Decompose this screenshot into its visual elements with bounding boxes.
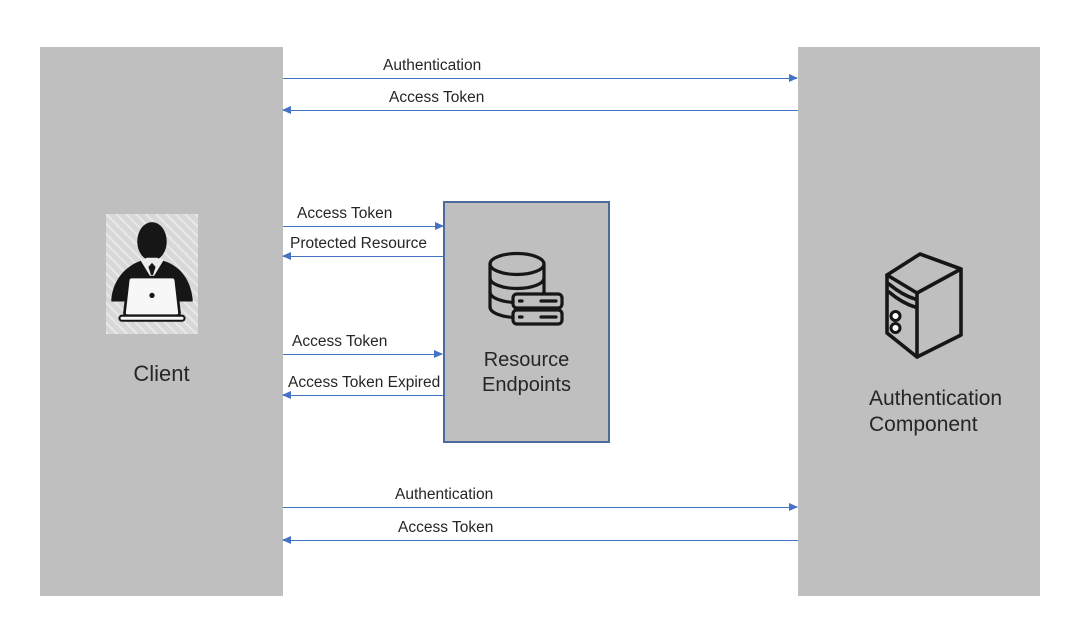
arrow-label: Authentication — [383, 57, 482, 74]
arrow-access-token-to-resource: Access Token — [283, 205, 444, 230]
person-laptop-icon — [106, 214, 198, 334]
arrow-label: Access Token — [292, 333, 388, 350]
arrow-authentication-bottom: Authentication — [283, 486, 798, 511]
arrow-authentication-top: Authentication — [283, 57, 798, 82]
arrow-label: Access Token — [389, 89, 485, 106]
arrow-access-token-bottom: Access Token — [282, 519, 798, 544]
arrow-label: Access Token — [297, 205, 393, 222]
arrow-label: Protected Resource — [290, 235, 427, 252]
arrow-access-token-top: Access Token — [282, 89, 798, 114]
arrow-protected-resource: Protected Resource — [282, 235, 443, 260]
resource-endpoints-box — [443, 201, 610, 443]
authentication-component-panel — [798, 47, 1040, 596]
authentication-component-label: Authentication Component — [869, 387, 1003, 436]
resource-endpoints-label: Resource Endpoints — [482, 349, 571, 396]
client-label: Client — [133, 361, 190, 386]
arrow-access-token-to-resource-2: Access Token — [283, 333, 443, 358]
arrow-label: Authentication — [395, 486, 494, 503]
server-tower-icon — [883, 248, 965, 362]
database-icon — [486, 251, 564, 327]
arrow-access-token-expired: Access Token Expired — [282, 374, 443, 399]
arrow-label: Access Token Expired — [288, 374, 441, 391]
arrow-label: Access Token — [398, 519, 494, 536]
